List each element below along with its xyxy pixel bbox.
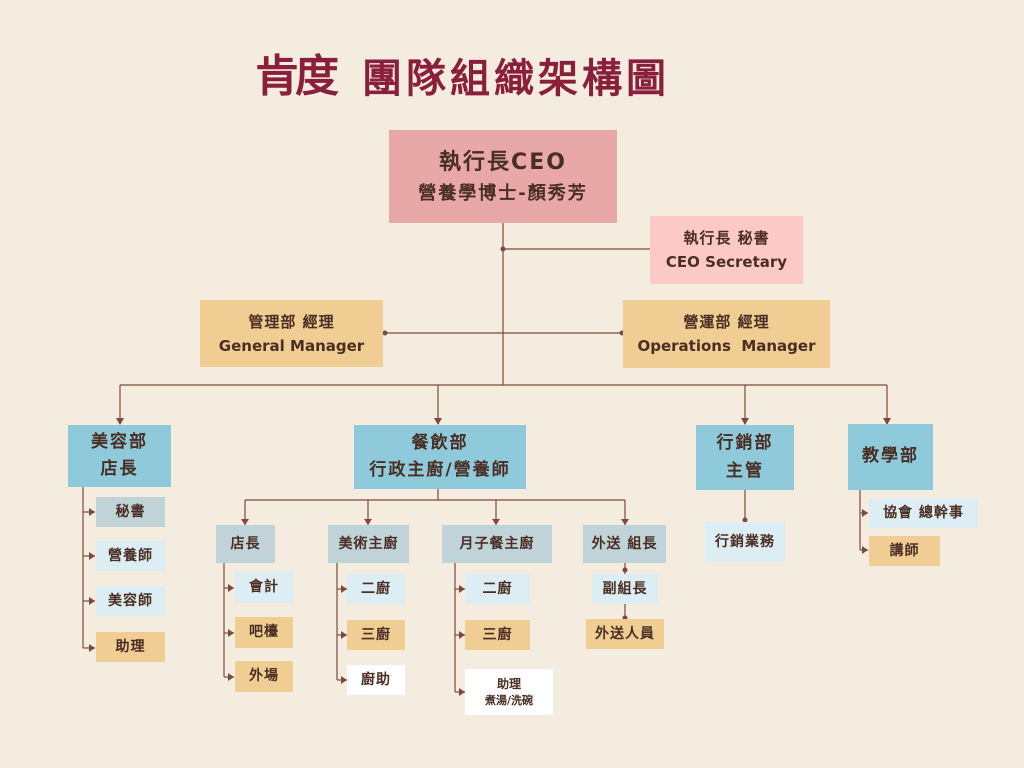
store-floor: 外場 <box>235 661 293 692</box>
catering-dept-head: 行政主廚/營養師 <box>369 460 511 480</box>
association-secretary-general: 協會 總幹事 <box>869 498 978 528</box>
general-manager-title: 管理部 經理 <box>248 312 335 331</box>
beauty-dept-head: 店長 <box>100 459 139 479</box>
operations-manager-title: 營運部 經理 <box>683 313 770 331</box>
confinement-assistant: 助理 煮湯/洗碗 <box>465 669 553 715</box>
marketing-dept-name: 行銷部 <box>716 433 774 454</box>
ceo-name: 營養學博士-顏秀芳 <box>418 182 588 204</box>
confinement-second: 二廚 <box>465 574 530 604</box>
beauty-nutritionist: 營養師 <box>96 541 165 571</box>
ceo-title: 執行長CEO <box>439 149 567 175</box>
operations-manager-box: 營運部 經理 Operations Manager <box>623 300 830 368</box>
store-manager-box: 店長 <box>216 525 275 563</box>
beauty-dept-box: 美容部 店長 <box>68 425 171 487</box>
marketing-sales: 行銷業務 <box>705 522 785 562</box>
catering-dept-name: 餐飲部 <box>411 432 469 453</box>
delivery-staff: 外送人員 <box>586 619 664 649</box>
store-bar: 吧檯 <box>235 617 293 648</box>
ceo-secretary-box: 執行長 秘書 CEO Secretary <box>650 216 803 284</box>
general-manager-title-en: General Manager <box>218 336 365 355</box>
confinement-assistant-duty: 煮湯/洗碗 <box>484 693 534 707</box>
beauty-assistant: 助理 <box>96 632 165 662</box>
ceo-box: 執行長CEO 營養學博士-顏秀芳 <box>389 130 617 223</box>
marketing-dept-box: 行銷部 主管 <box>696 425 794 490</box>
secretary-title: 執行長 秘書 <box>683 229 770 247</box>
store-accounting: 會計 <box>235 572 293 603</box>
operations-manager-title-en: Operations Manager <box>637 337 816 355</box>
secretary-title-en: CEO Secretary <box>665 253 788 271</box>
art-chef-second: 二廚 <box>347 574 405 604</box>
brand-logo: 肯度 <box>255 51 339 102</box>
chart-title: 肯度 團隊組織架構圖 <box>250 38 770 108</box>
title-text: 團隊組織架構圖 <box>362 55 670 102</box>
confinement-chef-box: 月子餐主廚 <box>442 525 552 563</box>
beauty-secretary: 秘書 <box>96 497 165 527</box>
beauty-beautician: 美容師 <box>96 586 165 616</box>
catering-dept-box: 餐飲部 行政主廚/營養師 <box>354 425 526 489</box>
beauty-dept-name: 美容部 <box>91 431 148 452</box>
art-chef-helper: 廚助 <box>347 665 405 695</box>
marketing-dept-head: 主管 <box>726 460 764 481</box>
lecturer: 講師 <box>869 536 940 566</box>
art-chef-box: 美術主廚 <box>328 525 409 563</box>
general-manager-box: 管理部 經理 General Manager <box>200 300 383 367</box>
confinement-third: 三廚 <box>465 620 530 650</box>
art-chef-third: 三廚 <box>347 620 405 650</box>
delivery-deputy: 副組長 <box>592 574 658 604</box>
teaching-dept-box: 教學部 <box>848 424 933 490</box>
confinement-assistant-title: 助理 <box>496 676 521 691</box>
delivery-lead-box: 外送 組長 <box>583 525 666 563</box>
